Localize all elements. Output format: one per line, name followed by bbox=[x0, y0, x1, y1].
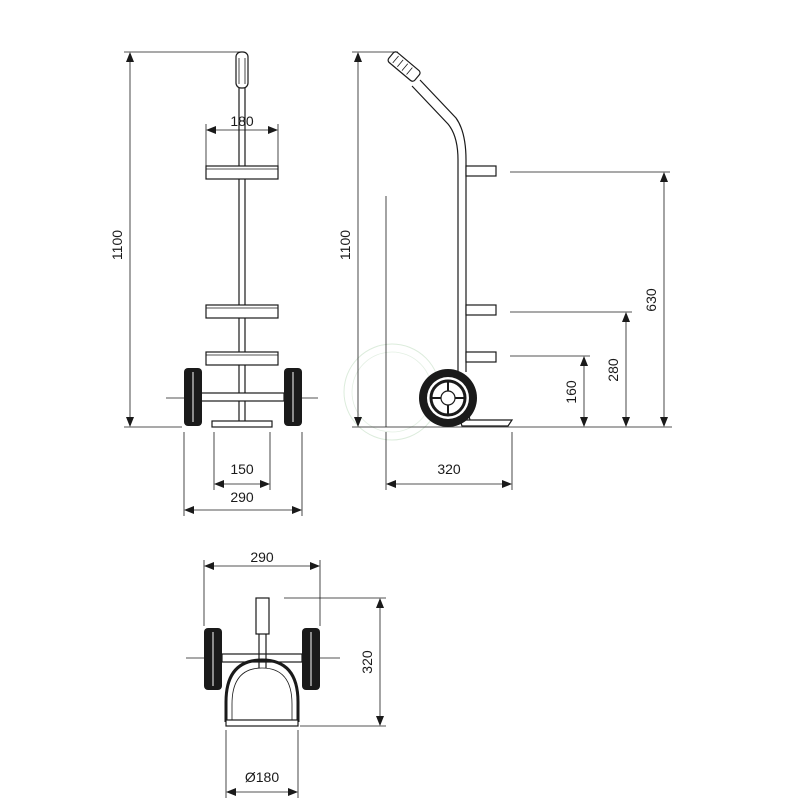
top-cylinder-cradle bbox=[224, 658, 300, 722]
front-axle bbox=[199, 392, 285, 402]
side-view bbox=[352, 51, 672, 428]
side-dimensions: 1100 630 280 160 320 bbox=[337, 51, 670, 490]
front-handle-grip bbox=[235, 51, 249, 89]
side-frame-tube bbox=[411, 85, 459, 372]
top-nose-plate bbox=[225, 719, 299, 727]
side-handle-grip bbox=[387, 51, 421, 82]
side-middle-bracket bbox=[465, 304, 497, 316]
front-lower-bracket bbox=[205, 351, 279, 366]
top-handle bbox=[255, 597, 270, 635]
side-height-dimension: 1100 bbox=[337, 230, 353, 260]
front-dimensions: 1100 180 150 290 bbox=[109, 51, 303, 516]
front-top-bracket bbox=[205, 165, 279, 180]
side-top-bracket bbox=[465, 165, 497, 177]
top-cylinder-diameter-dimension: Ø180 bbox=[245, 769, 279, 785]
side-wheel bbox=[419, 369, 477, 427]
front-view bbox=[166, 51, 318, 428]
side-middle-bracket-dimension: 280 bbox=[605, 358, 621, 382]
front-foot-plate bbox=[211, 420, 273, 428]
side-lower-bracket-dimension: 160 bbox=[563, 380, 579, 404]
top-view bbox=[186, 597, 340, 727]
top-dimensions: 290 320 Ø180 bbox=[203, 549, 386, 798]
front-axle-inner-dimension: 150 bbox=[230, 461, 254, 477]
side-nose-plate bbox=[459, 419, 514, 427]
front-height-dimension: 1100 bbox=[109, 230, 125, 260]
top-width-dimension: 290 bbox=[250, 549, 274, 565]
top-depth-dimension: 320 bbox=[359, 650, 375, 674]
side-lower-bracket bbox=[465, 351, 497, 363]
front-plate-width-dimension: 180 bbox=[230, 113, 254, 129]
front-middle-bracket bbox=[205, 304, 279, 319]
front-overall-width-dimension: 290 bbox=[230, 489, 254, 505]
side-depth-dimension: 320 bbox=[437, 461, 461, 477]
side-upper-bracket-dimension: 630 bbox=[643, 288, 659, 312]
